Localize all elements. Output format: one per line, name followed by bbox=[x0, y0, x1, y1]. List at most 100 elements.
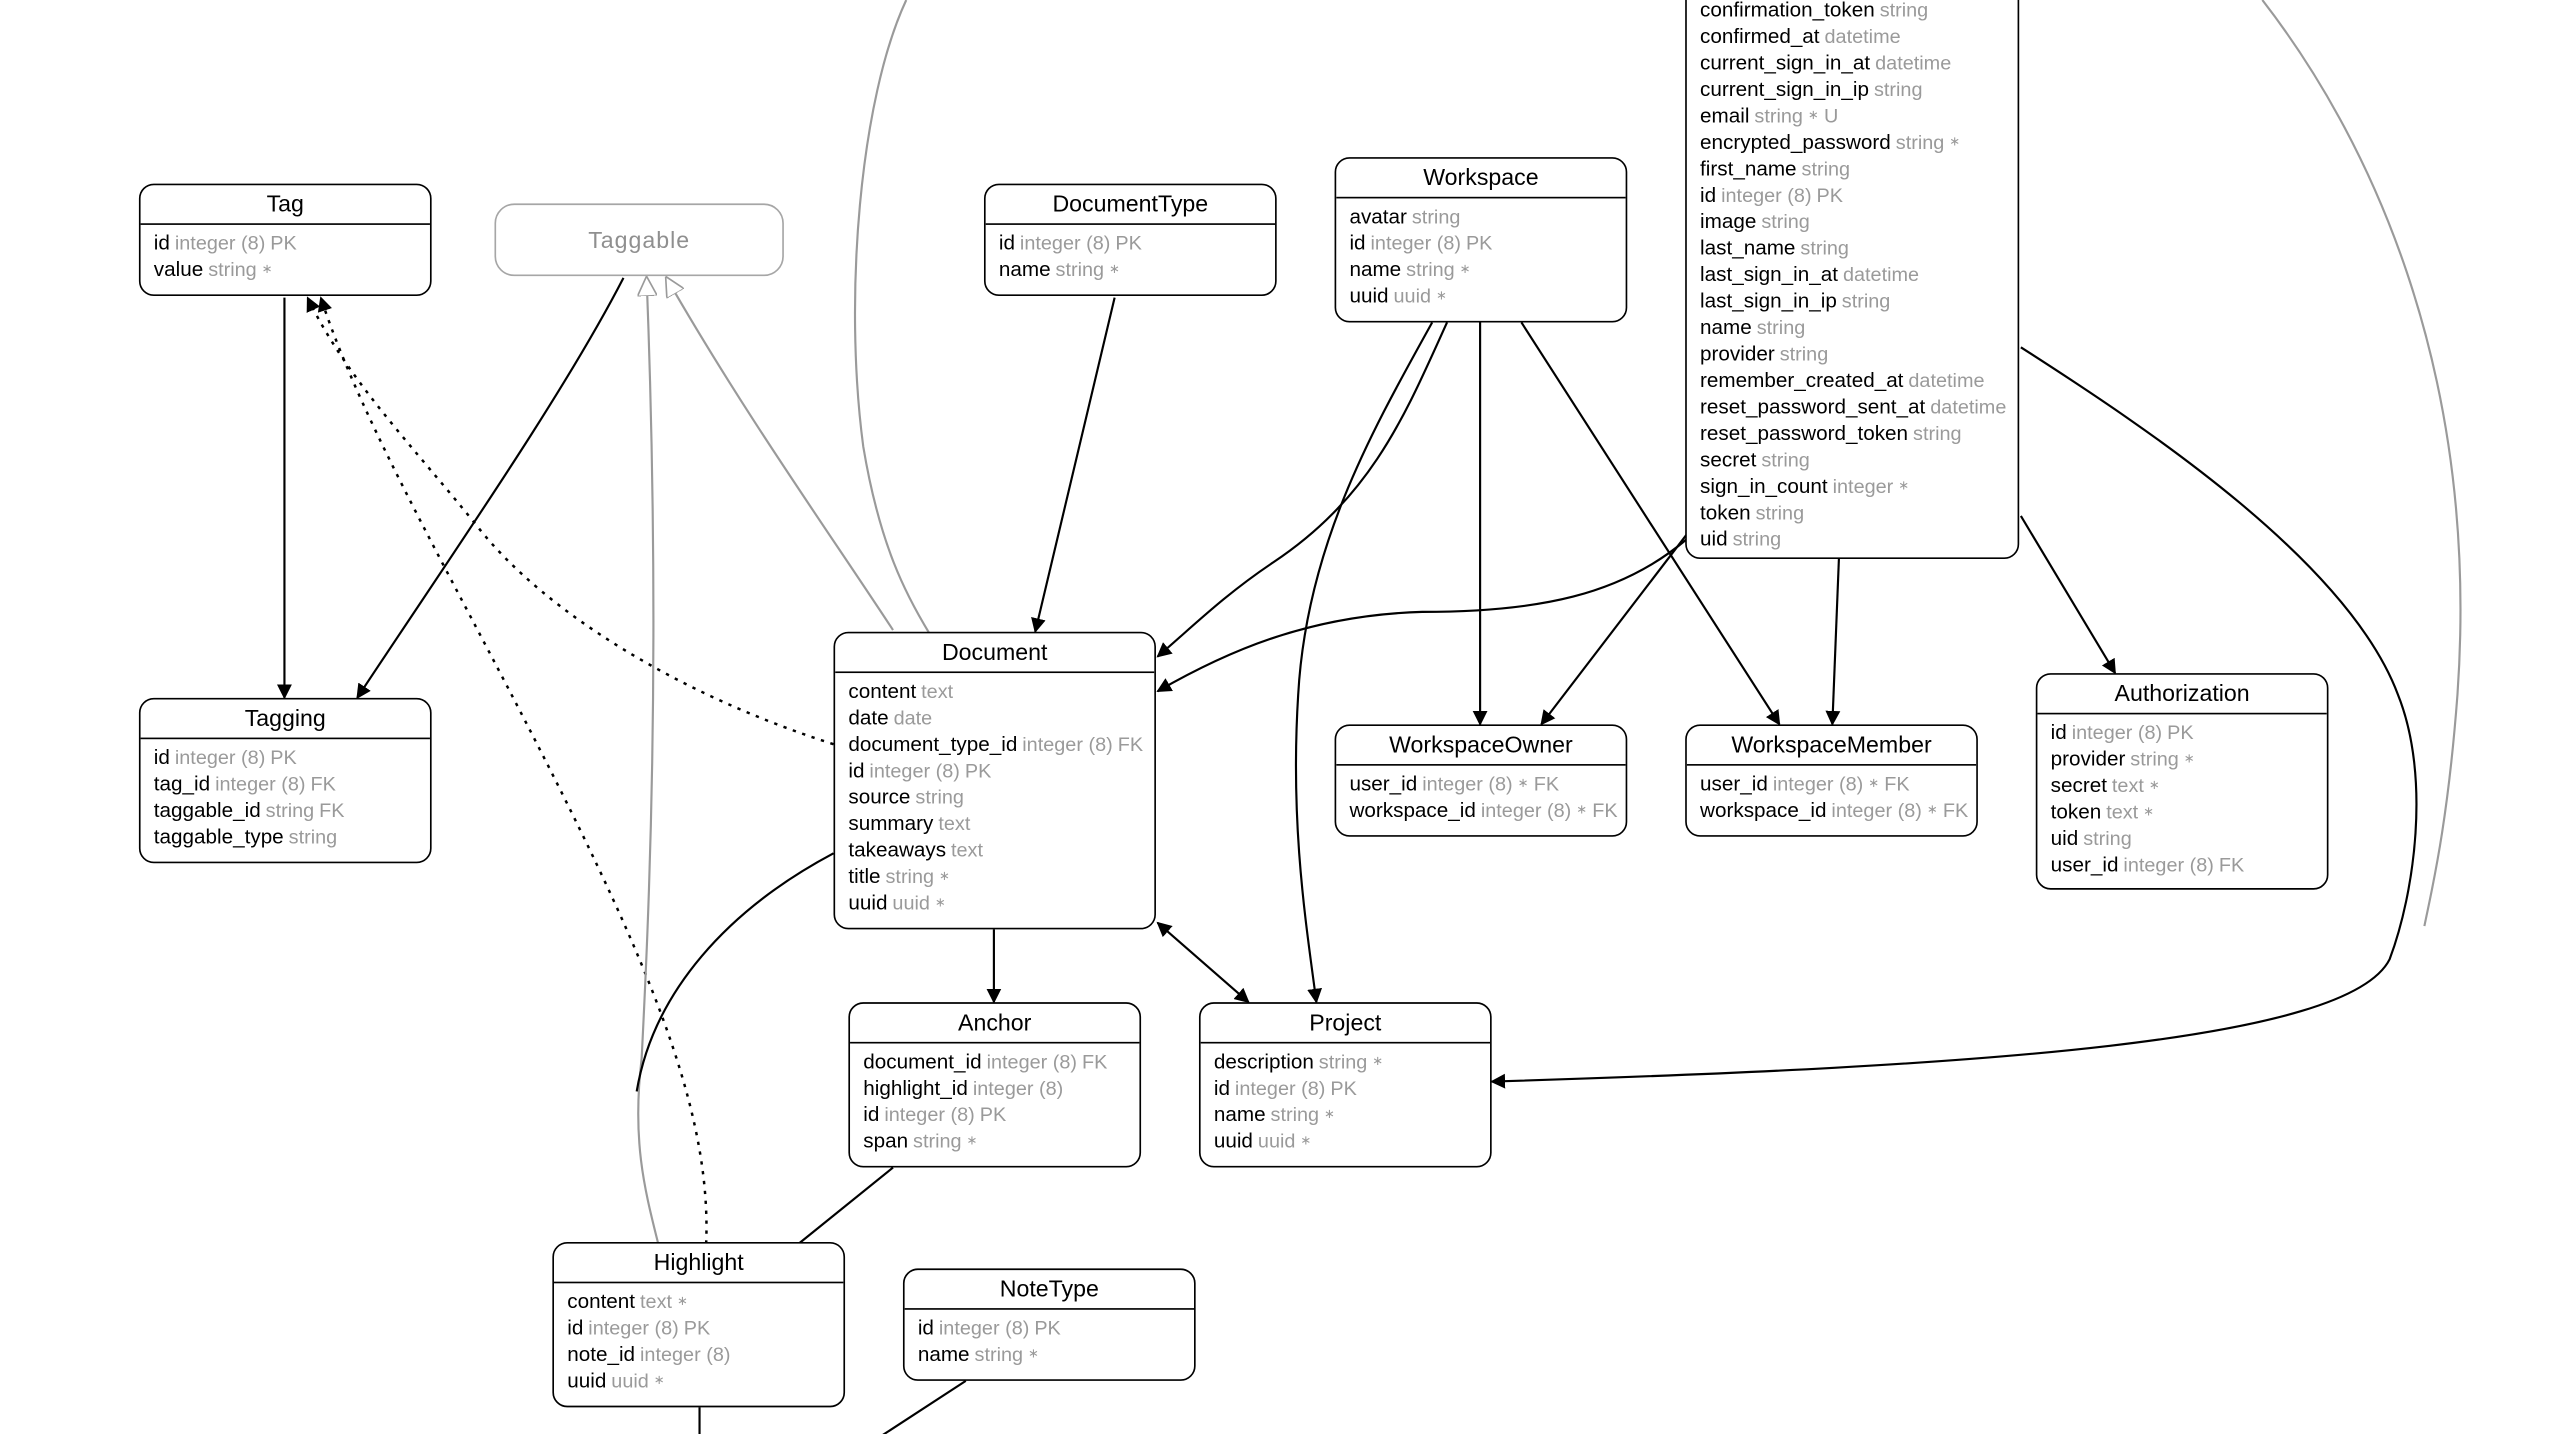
entity-tag-title: Tag bbox=[140, 185, 430, 225]
attribute-type: integer (8) bbox=[869, 759, 960, 783]
attribute-name: name bbox=[917, 1342, 970, 1366]
attribute-name: encrypted_password bbox=[1700, 130, 1891, 154]
entity-anchor-title: Anchor bbox=[850, 1004, 1140, 1044]
attribute-type: integer (8) bbox=[1831, 798, 1922, 822]
attribute-type: string bbox=[1055, 257, 1105, 282]
attribute-name: taggable_id bbox=[153, 798, 261, 822]
required-marker-icon: ∗ bbox=[1807, 107, 1819, 123]
required-marker-icon: ∗ bbox=[676, 1293, 689, 1309]
attribute-type: string bbox=[1270, 1103, 1320, 1127]
entity-highlight-title: Highlight bbox=[554, 1244, 844, 1284]
attribute-type: string bbox=[1761, 448, 1810, 472]
attribute-name: provider bbox=[1700, 342, 1775, 366]
required-marker-icon: ∗ bbox=[2148, 777, 2160, 793]
attribute-type: integer bbox=[1832, 474, 1894, 498]
attribute-key: PK bbox=[1816, 183, 1844, 207]
attribute-type: string bbox=[1756, 315, 1806, 340]
edge-documenttype-document bbox=[1031, 297, 1116, 634]
attribute-name: user_id bbox=[1349, 772, 1418, 796]
attribute-type: string bbox=[1879, 0, 1929, 22]
required-marker-icon: ∗ bbox=[1300, 1132, 1312, 1148]
edge-notetype-down bbox=[882, 1379, 967, 1434]
attribute-type: string bbox=[1732, 527, 1782, 551]
attribute-name: current_sign_in_ip bbox=[1700, 77, 1869, 101]
required-marker-icon: ∗ bbox=[261, 261, 273, 277]
attribute-type: string bbox=[288, 825, 338, 849]
attribute-key: FK bbox=[1592, 798, 1618, 822]
attribute-type: integer (8) bbox=[174, 231, 266, 255]
attribute-type: string bbox=[1779, 342, 1829, 366]
attribute-name: uuid bbox=[567, 1369, 607, 1393]
edge-gray-top-left bbox=[853, 0, 931, 634]
attribute-type: string bbox=[1841, 289, 1891, 313]
attribute-name: title bbox=[848, 864, 881, 889]
attribute-name: description bbox=[1213, 1050, 1314, 1074]
attribute-name: last_sign_in_ip bbox=[1700, 289, 1837, 313]
attribute-key: PK bbox=[1115, 231, 1142, 255]
attribute-name: value bbox=[153, 257, 204, 282]
attribute-key: FK bbox=[319, 798, 345, 822]
attribute-type: text bbox=[938, 811, 971, 836]
attribute-type: string bbox=[1411, 205, 1461, 229]
attribute-type: string bbox=[1913, 421, 1962, 445]
attribute-type: string bbox=[885, 864, 935, 889]
attribute-type: string bbox=[915, 785, 964, 809]
attribute-type: integer (8) bbox=[1019, 231, 1111, 255]
entity-workspace-title: Workspace bbox=[1336, 159, 1626, 199]
entity-tagging-title: Tagging bbox=[140, 700, 430, 740]
edge-user-document bbox=[1156, 538, 1688, 693]
attribute-key: FK bbox=[2218, 853, 2245, 877]
entity-document-type-title: DocumentType bbox=[985, 185, 1276, 225]
attribute-name: uid bbox=[1700, 527, 1728, 551]
entity-taggable[interactable]: Taggable bbox=[494, 203, 784, 277]
edge-workspace-project bbox=[1294, 321, 1434, 1004]
required-marker-icon: ∗ bbox=[2143, 803, 2155, 819]
attribute-name: name bbox=[1213, 1103, 1266, 1127]
attribute-name: id bbox=[917, 1316, 934, 1340]
required-marker-icon: ∗ bbox=[2183, 750, 2195, 766]
attribute-type: integer (8) bbox=[2123, 853, 2214, 877]
attribute-name: secret bbox=[1700, 448, 1757, 472]
attribute-name: avatar bbox=[1349, 205, 1407, 229]
required-marker-icon: ∗ bbox=[1868, 775, 1880, 791]
attribute-type: uuid bbox=[611, 1369, 649, 1393]
attribute-name: tag_id bbox=[153, 772, 211, 796]
attribute-name: email bbox=[1700, 104, 1750, 128]
attribute-type: string bbox=[1761, 210, 1810, 234]
attribute-name: taggable_type bbox=[153, 825, 284, 849]
required-marker-icon: ∗ bbox=[934, 894, 946, 910]
attribute-type: string bbox=[208, 257, 257, 282]
